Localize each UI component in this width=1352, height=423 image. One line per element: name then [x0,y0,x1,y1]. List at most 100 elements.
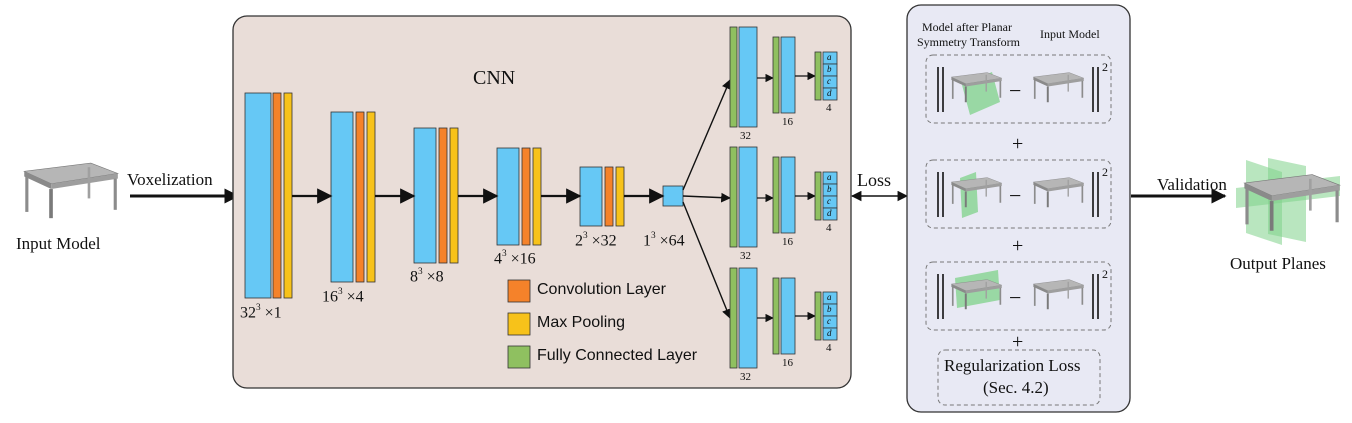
conv-layer [355,111,365,283]
pool-layer [283,92,293,299]
branch-3-size-1: 32 [740,371,751,383]
branch-3-out-d: d [827,328,832,338]
branch-1-out-c: c [827,76,831,86]
layer-label-6: 13 ×64 [643,231,685,250]
feature-block [496,147,520,246]
branch-1-out-a: a [827,52,832,62]
branch-3-size-3: 4 [826,342,832,354]
conv-layer [521,147,531,246]
output-planes-model [1236,158,1341,245]
plus-sign-2: + [1012,235,1024,257]
branch-arrow-middle [682,192,731,203]
output-d-cell [822,87,838,101]
minus-sign-2: − [1009,183,1022,208]
conv-layer [272,92,282,299]
conv-layer [438,127,448,264]
plus-sign-3: + [1012,331,1024,353]
legend-swatch-pool [507,312,531,336]
norm-exponent-2: 2 [1102,165,1108,179]
feature-block [780,156,796,234]
branch-1-size-1: 32 [740,130,751,142]
feature-block [780,36,796,114]
fc-branch-1 [729,26,838,128]
branch-2-out-b: b [827,184,832,194]
minus-sign-3: − [1009,285,1022,310]
pool-layer [366,111,376,283]
regularization-line2: (Sec. 4.2) [983,378,1049,397]
fc-layer [814,171,822,221]
layer-group-2 [330,111,376,283]
feature-block [244,92,272,299]
branch-1-out-d: d [827,88,832,98]
fc-layer [729,26,738,128]
norm-exponent-3: 2 [1102,267,1108,281]
layer-label-4: 43 ×16 [494,249,536,268]
branch-1-out-b: b [827,64,832,74]
legend-label-fc: Fully Connected Layer [537,347,698,364]
cnn-panel [232,15,852,389]
regularization-line1: Regularization Loss [944,356,1081,375]
feature-block [413,127,437,264]
branch-2-out-a: a [827,172,832,182]
fc-layer [772,156,780,234]
loss-term-box-2 [925,159,1112,229]
fc-layer [729,267,738,369]
loss-header-transformed-line2: Symmetry Transform [917,35,1021,49]
voxelization-label: Voxelization [127,170,213,189]
loss-header-transformed-line1: Model after Planar [922,20,1012,34]
pool-layer [449,127,459,264]
output-d-cell [822,327,838,341]
conv-layer [604,166,614,227]
norm-exponent-1: 2 [1102,60,1108,74]
loss-header-input: Input Model [1040,27,1100,41]
cnn-title: CNN [473,67,516,89]
layer-group-4 [496,147,542,246]
pool-layer [615,166,625,227]
norm-bars [937,67,1099,319]
fc-layer [814,291,822,341]
feature-block [780,277,796,355]
transformed-model-2 [951,172,1003,218]
legend-label-pool: Max Pooling [537,314,626,331]
fc-layer [729,146,738,248]
feature-block [738,26,758,128]
pool-layer [532,147,542,246]
loss-term-box-1 [925,54,1112,124]
regularization-box [937,349,1101,406]
feature-block [330,111,354,283]
transformed-model-1 [951,72,1003,115]
branch-2-size-3: 4 [826,222,832,234]
validation-label: Validation [1157,175,1227,194]
input-model-table [23,162,119,219]
branch-2-size-2: 16 [782,236,793,248]
layer-group-3 [413,127,459,264]
branch-3-out-b: b [827,304,832,314]
branch-2-out-d: d [827,208,832,218]
legend-swatch-conv [507,279,531,303]
fc-layer [814,51,822,101]
branch-1-size-3: 4 [826,102,832,114]
output-planes-label: Output Planes [1230,254,1326,273]
legend-label-conv: Convolution Layer [537,281,666,298]
fc-layer [772,277,780,355]
branch-2-size-1: 32 [740,250,751,262]
branch-1-size-2: 16 [782,116,793,128]
transformed-model-3 [951,270,1003,310]
branch-2-out-c: c [827,196,831,206]
feature-block [738,267,758,369]
branch-arrow-top [682,79,732,191]
layer-label-3: 83 ×8 [410,267,444,286]
fc-branch-2 [729,146,838,248]
branch-arrow-bottom [682,201,732,319]
fc-branch-3 [729,267,838,369]
legend-swatch-fc [507,345,531,369]
branch-3-out-a: a [827,292,832,302]
feature-block [579,166,603,227]
final-feature-cube [662,185,684,207]
input-model-label: Input Model [16,234,101,253]
minus-sign-1: − [1009,78,1022,103]
branch-3-out-c: c [827,316,831,326]
layer-group-1 [244,92,293,299]
plus-sign-1: + [1012,133,1024,155]
